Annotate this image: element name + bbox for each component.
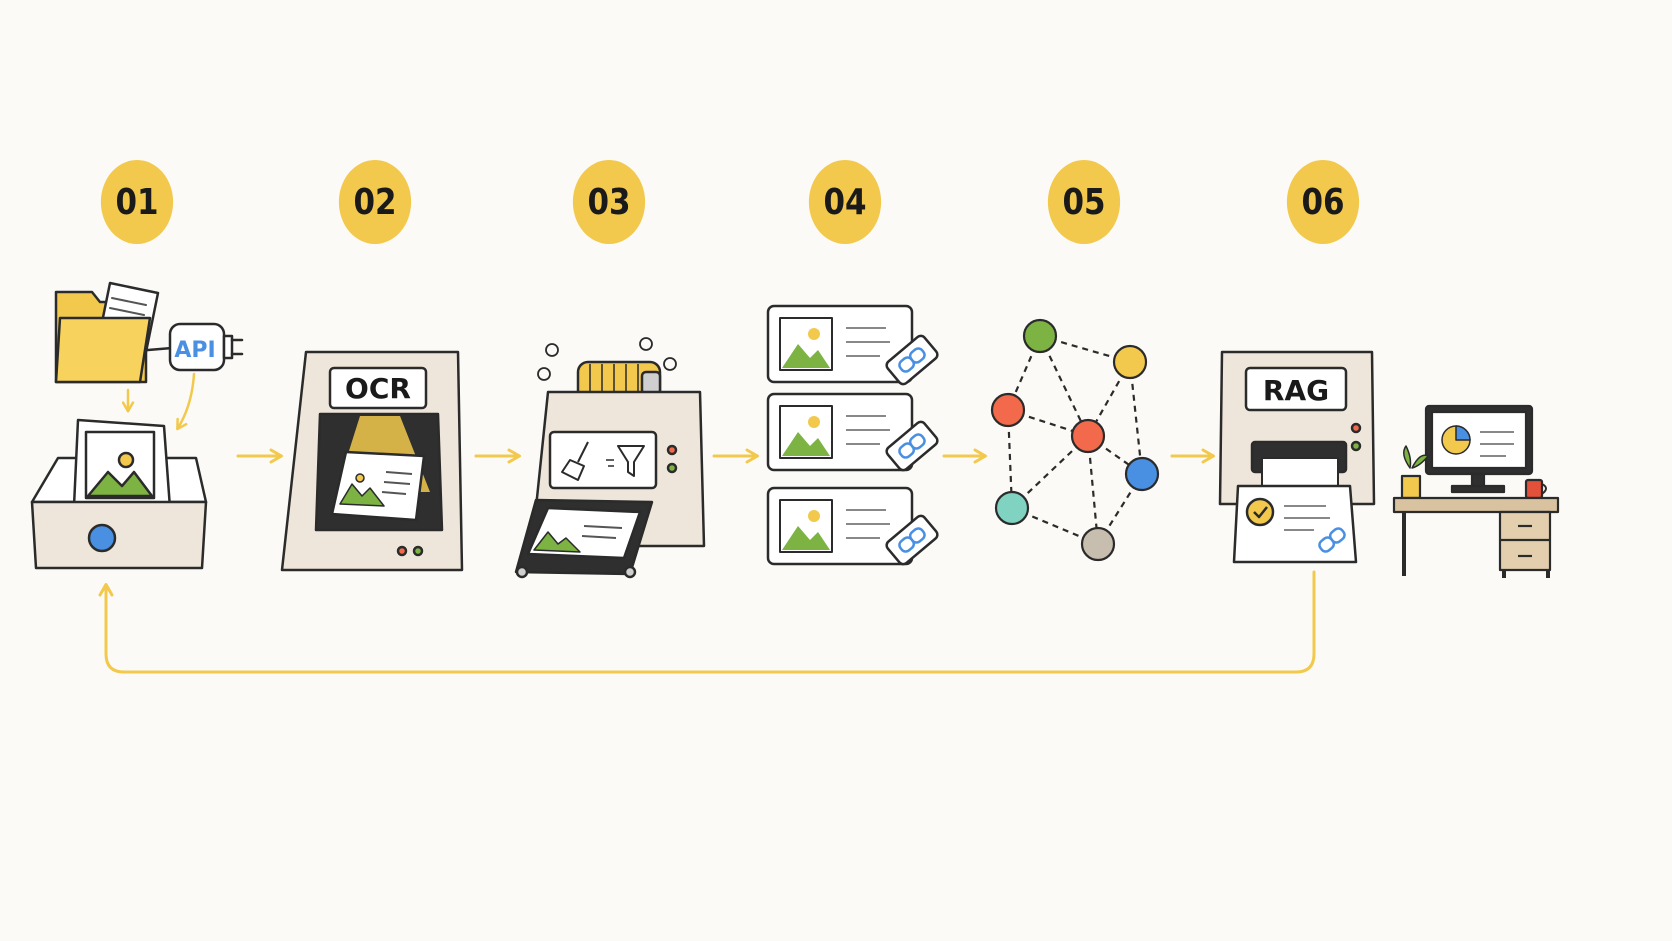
feedback-loop-arrow-icon: [98, 570, 1316, 674]
rag-printer-icon: RAG: [1218, 350, 1376, 564]
mug-icon: [1524, 478, 1547, 500]
desk-computer-icon: [1392, 404, 1560, 578]
graph-node: [1070, 418, 1106, 454]
broom-icon: [561, 441, 589, 481]
image-card-icon: [72, 418, 172, 510]
link-tag-icon: [885, 334, 939, 386]
step-badge-6: 06: [1286, 160, 1360, 244]
chunk-card-1: [766, 304, 939, 386]
step-badge-1: 01: [100, 160, 174, 244]
link-tag-icon: [885, 420, 939, 472]
step-badge-4: 04: [808, 160, 882, 244]
chunk-card-2: [766, 392, 939, 472]
inbox-tray-icon: [30, 418, 208, 570]
knowledge-graph-icon: [990, 318, 1160, 562]
graph-node: [1112, 344, 1148, 380]
api-plug-icon: API: [168, 322, 244, 372]
conveyor-belt-icon: [514, 498, 654, 579]
scanned-page-icon: [330, 450, 426, 522]
filter-funnel-icon: [606, 445, 645, 477]
rag-label: RAG: [1263, 374, 1329, 407]
chunk-card-3: [766, 486, 939, 566]
ocr-label: OCR: [345, 372, 411, 405]
cleaning-machine-icon: [514, 337, 706, 579]
step-badge-3: 03: [572, 160, 646, 244]
graph-node: [1022, 318, 1058, 354]
api-label: API: [174, 338, 215, 363]
graph-node: [990, 392, 1026, 428]
graph-node: [1080, 526, 1116, 562]
step-badge-2: 02: [338, 160, 412, 244]
folder-api-inbox-icon: API: [30, 281, 244, 570]
plant-icon: [1400, 445, 1429, 500]
graph-node: [1124, 456, 1160, 492]
step-badge-5: 05: [1047, 160, 1121, 244]
answer-card-icon: [1232, 484, 1358, 564]
ocr-scanner-icon: OCR: [280, 350, 464, 572]
graph-node: [994, 490, 1030, 526]
link-icon: [1318, 527, 1346, 553]
linked-chunk-cards-icon: [766, 304, 939, 566]
link-tag-icon: [885, 514, 939, 566]
